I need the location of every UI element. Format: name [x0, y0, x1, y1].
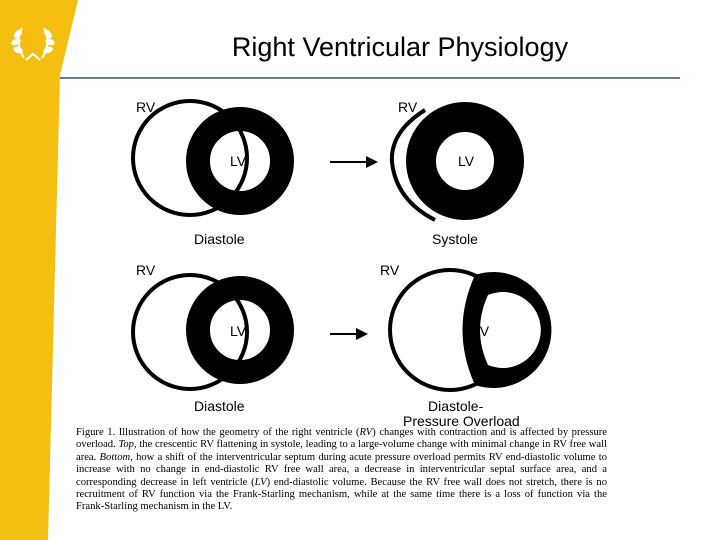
panel-bottom-pressure-overload: RV LV Diastole- Pressure Overload: [380, 262, 552, 429]
panel-caption: Systole: [432, 231, 478, 247]
accent-band: [0, 0, 78, 540]
panel-caption: Diastole: [194, 398, 245, 414]
caption-text: ) end-diastolic volume. Because the RV f…: [76, 476, 608, 513]
panel-top-systole: RV LV Systole: [389, 99, 524, 247]
rv-label: RV: [380, 262, 400, 278]
rv-label: RV: [398, 99, 418, 115]
figure-caption: Figure 1. Illustration of how the geomet…: [76, 427, 607, 514]
panel-caption-line2: Pressure Overload: [403, 413, 520, 427]
caption-text: Figure 1. Illustration of how the geomet…: [76, 427, 360, 438]
panel-bottom-diastole: RV LV Diastole: [131, 262, 294, 414]
caption-italic: RV: [359, 427, 373, 438]
lv-label: LV: [458, 153, 475, 169]
rv-outline: [131, 273, 249, 391]
lv-label: LV: [230, 323, 247, 339]
panel-caption: Diastole: [194, 231, 245, 247]
arrow-icon: [330, 156, 378, 168]
panel-top-diastole: RV LV Diastole: [131, 99, 294, 247]
slide-title: Right Ventricular Physiology: [231, 32, 569, 62]
lv-wall: [406, 102, 524, 220]
caption-italic: LV: [254, 476, 267, 488]
lv-label: LV: [473, 323, 490, 339]
rv-label: RV: [136, 99, 156, 115]
arrow-icon: [330, 328, 368, 340]
rv-label: RV: [136, 262, 156, 278]
laurel-wreath-icon: [11, 27, 55, 61]
caption-text: , the crescentic RV flattening in systol…: [76, 439, 607, 463]
lv-wall: [186, 107, 294, 215]
rv-outline: [389, 108, 436, 222]
caption-text: ) changes with contraction and is affect…: [76, 427, 607, 451]
caption-italic: Bottom: [99, 451, 131, 463]
lv-label: LV: [230, 153, 247, 169]
lv-wall: [186, 276, 294, 384]
ventricle-geometry-figure: RV LV Diastole RV LV Systole RV LV Diast…: [120, 92, 570, 432]
caption-italic: Top: [118, 439, 134, 451]
lv-cavity: [480, 292, 541, 368]
panel-caption-line1: Diastole-: [428, 398, 484, 414]
caption-text: , how a shift of the interventricular se…: [76, 451, 607, 488]
title-rule: [60, 77, 680, 79]
rv-outline: [131, 99, 249, 217]
